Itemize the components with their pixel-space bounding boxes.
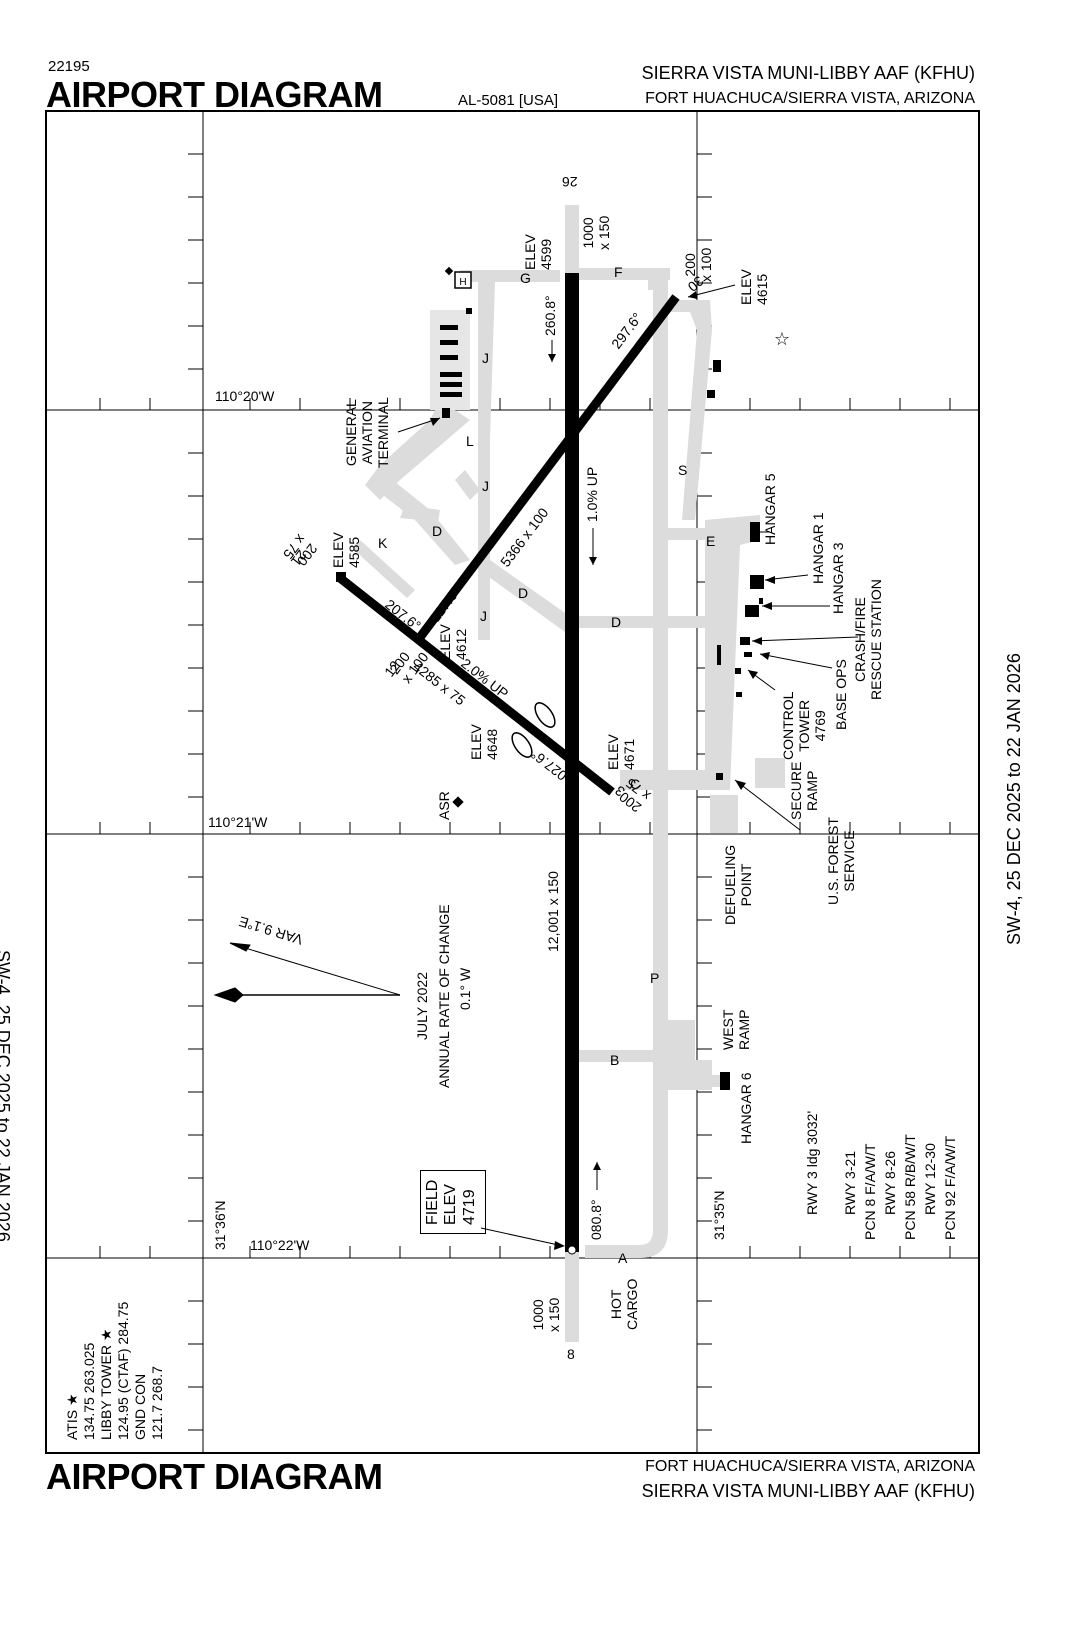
taxiway-l: L	[466, 433, 474, 449]
rwy-26-elev-label: ELEV	[522, 234, 538, 270]
defueling-point-label: DEFUELING POINT	[722, 844, 755, 925]
base-ops-label: BASE OPS	[833, 659, 849, 730]
footer-title: AIRPORT DIAGRAM	[46, 1456, 383, 1497]
secure-ramp-label: SECURE RAMP	[788, 761, 821, 820]
svg-text:H: H	[459, 277, 466, 288]
rwy3-landing: RWY 3 ldg 3032'	[804, 1110, 820, 1215]
taxiway-j-mid: J	[482, 478, 489, 494]
overrun-8	[565, 1252, 579, 1342]
beacon-icon: ☆	[774, 329, 790, 350]
runway-12-30	[414, 294, 680, 643]
taxiway-p: P	[650, 970, 660, 986]
taxiway-d-west: D	[432, 523, 443, 539]
overrun-26	[565, 205, 579, 273]
field-elev-box	[420, 1170, 486, 1234]
rwy-080-heading: 080.8°	[588, 1199, 604, 1240]
control-tower-label: CONTROL TOWER 4769	[780, 691, 829, 760]
hangar-6-label: HANGAR 6	[738, 1072, 754, 1144]
pcn-rwy-12-30-value: PCN 92 F/A/W/T	[942, 1135, 958, 1240]
grid-ticks	[99, 153, 951, 1431]
taxiway-d-east: D	[611, 614, 622, 630]
atis-freq: 134.75 263.025	[81, 1342, 97, 1440]
runway-symbol	[511, 702, 556, 758]
arrow-heads	[430, 291, 775, 1250]
taxiway-j-north: J	[482, 350, 489, 366]
pcn-rwy-3-21-value: PCN 8 F/A/W/T	[862, 1143, 878, 1240]
hot-cargo-label: HOT CARGO	[608, 1278, 641, 1330]
asr-diamond	[452, 796, 464, 808]
taxiway-f: F	[614, 264, 623, 280]
magvar-date: JULY 2022	[414, 972, 430, 1040]
gnd-label: GND CON	[132, 1373, 148, 1440]
asr-label: ASR	[436, 791, 452, 820]
lon-110-20: 110°20'W	[215, 388, 275, 404]
hangar-1-label: HANGAR 1	[810, 512, 826, 584]
taxiways-aprons	[352, 205, 785, 1342]
lon-110-22: 110°22'W	[250, 1237, 310, 1253]
page-title: AIRPORT DIAGRAM	[46, 74, 383, 115]
pcn-rwy-8-26-value: PCN 58 R/B/W/T	[902, 1134, 918, 1240]
airport-name-footer: SIERRA VISTA MUNI-LIBBY AAF (KFHU)	[641, 1481, 975, 1501]
rwy-8-26-dims: 12,001 x 150	[545, 871, 561, 952]
rwy-26-ident: 26	[562, 174, 578, 190]
rwy-260-heading: 260.8°	[542, 295, 558, 336]
map-frame	[45, 110, 980, 1454]
tower-label: LIBBY TOWER ★	[98, 1328, 114, 1440]
forest-service-label: U.S. FOREST SERVICE	[825, 817, 858, 905]
buildings	[440, 308, 764, 1090]
runways	[337, 273, 680, 1252]
chart-number: 22195	[48, 58, 90, 75]
ga-terminal-label: GENERAL AVIATION TERMINAL	[343, 397, 392, 468]
taxiway-e: E	[706, 533, 716, 549]
atis-label: ATIS ★	[64, 1393, 80, 1440]
lon-110-21: 110°21'W	[208, 814, 268, 830]
rwy-26-elev: 4599	[538, 238, 554, 270]
rwy-8-overrun: 1000 x 150	[530, 1297, 563, 1332]
lat-31-36: 31°36'N	[212, 1200, 228, 1250]
helipad	[454, 271, 472, 289]
runway-3-21	[337, 574, 615, 796]
rwy-8-26-slope: 1.0% UP	[584, 466, 600, 522]
doc-id: AL-5081 [USA]	[458, 92, 559, 109]
magvar-rate-label: ANNUAL RATE OF CHANGE	[436, 904, 452, 1088]
lat-31-35: 31°35'N	[711, 1190, 727, 1240]
magvar-rate: 0.1° W	[457, 967, 473, 1010]
leader-lines	[397, 284, 859, 1247]
field-elev-point	[567, 1245, 577, 1255]
hangar-3-label: HANGAR 3	[830, 542, 846, 614]
pcn-rwy-3-21: RWY 3-21	[842, 1150, 858, 1215]
crash-fire-label: CRASH/FIRE RESCUE STATION	[852, 579, 885, 700]
taxiway-b: B	[610, 1052, 620, 1068]
tower-freq: 124.95 (CTAF) 284.75	[115, 1301, 131, 1440]
location-header: FORT HUACHUCA/SIERRA VISTA, ARIZONA	[645, 90, 975, 107]
magvar-arrows	[213, 942, 401, 1003]
taxiway-s: S	[678, 462, 688, 478]
rwy-8-ident: 8	[567, 1346, 575, 1362]
taxiway-c: C	[630, 776, 641, 792]
pcn-rwy-12-30: RWY 12-30	[922, 1143, 938, 1215]
lat-lon-grid	[46, 111, 979, 1453]
location-footer: FORT HUACHUCA/SIERRA VISTA, ARIZONA	[645, 1458, 975, 1475]
airport-name-header: SIERRA VISTA MUNI-LIBBY AAF (KFHU)	[641, 63, 975, 83]
hangar-5-label: HANGAR 5	[762, 473, 778, 545]
west-ramp-label: WEST RAMP	[720, 1009, 753, 1050]
taxiway-a: A	[618, 1250, 628, 1266]
gnd-freq: 121.7 268.7	[149, 1366, 165, 1440]
rwy-26-overrun: 1000 x 150	[580, 215, 613, 250]
taxiway-g: G	[520, 270, 531, 286]
taxiway-d-mid: D	[518, 585, 529, 601]
taxiway-k: K	[378, 535, 388, 551]
taxiway-j-south: J	[480, 608, 487, 624]
pcn-rwy-8-26: RWY 8-26	[882, 1150, 898, 1215]
